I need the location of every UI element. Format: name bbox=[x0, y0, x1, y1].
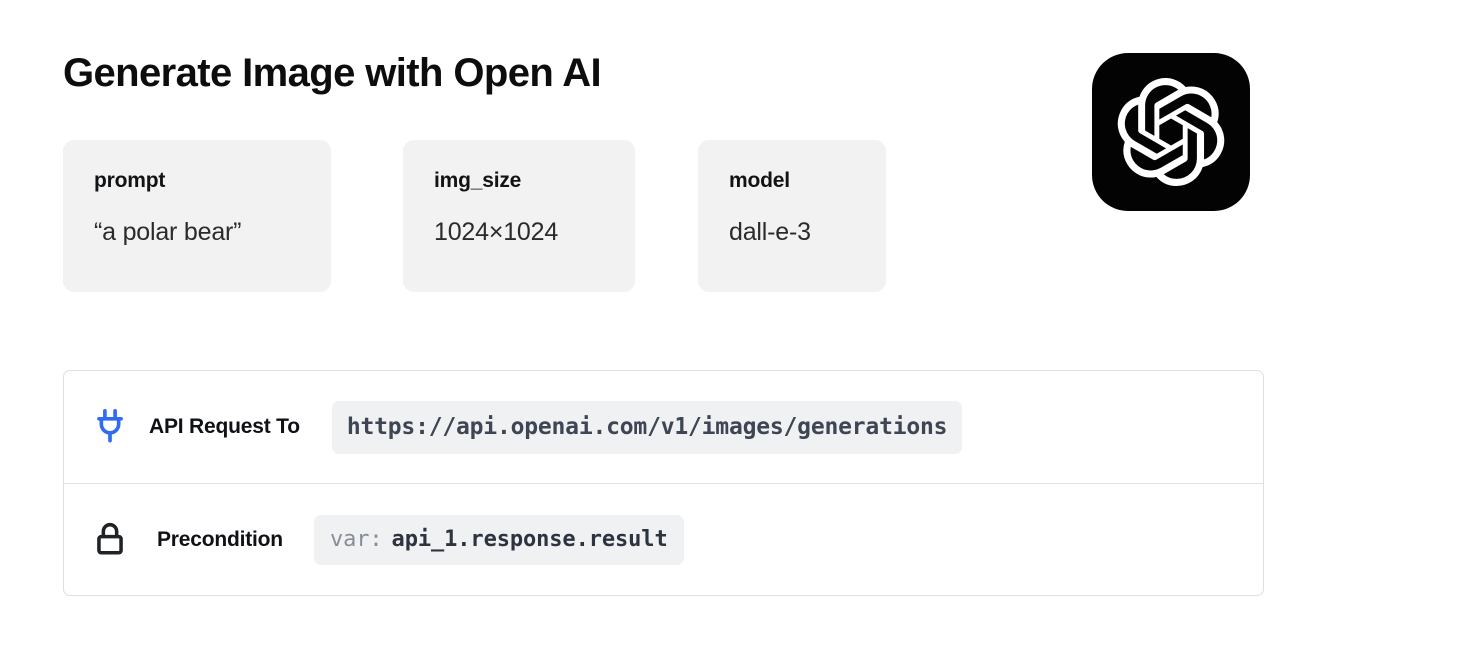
info-row-precondition: Precondition var: api_1.response.result bbox=[64, 483, 1263, 595]
parameter-key-prompt: prompt bbox=[94, 169, 166, 192]
info-row-label-precondition: Precondition bbox=[157, 527, 283, 551]
openai-logo-icon bbox=[1117, 78, 1225, 186]
precondition-var-prefix: var: bbox=[329, 527, 383, 552]
parameter-card-list: prompt “a polar bear” img_size 1024×1024… bbox=[63, 140, 886, 292]
parameter-value-prompt: “a polar bear” bbox=[94, 218, 242, 246]
parameter-key-img-size: img_size bbox=[434, 169, 522, 192]
api-request-url-chip[interactable]: https://api.openai.com/v1/images/generat… bbox=[331, 400, 963, 454]
parameter-key-model: model bbox=[729, 169, 790, 192]
lock-icon bbox=[93, 520, 139, 560]
info-panel: API Request To https://api.openai.com/v1… bbox=[63, 370, 1264, 596]
info-row-api-request: API Request To https://api.openai.com/v1… bbox=[64, 371, 1263, 483]
plug-icon bbox=[93, 407, 139, 447]
precondition-var-chip[interactable]: var: api_1.response.result bbox=[313, 514, 684, 565]
parameter-value-model: dall-e-3 bbox=[729, 218, 811, 246]
parameter-value-img-size: 1024×1024 bbox=[434, 218, 559, 246]
parameter-card-img-size: img_size 1024×1024 bbox=[403, 140, 635, 292]
precondition-var-value: api_1.response.result bbox=[391, 527, 668, 552]
openai-logo bbox=[1092, 53, 1250, 211]
page-title: Generate Image with Open AI bbox=[63, 51, 602, 95]
info-row-label-api-request: API Request To bbox=[149, 415, 300, 438]
parameter-card-model: model dall-e-3 bbox=[698, 140, 886, 292]
parameter-card-prompt: prompt “a polar bear” bbox=[63, 140, 331, 292]
